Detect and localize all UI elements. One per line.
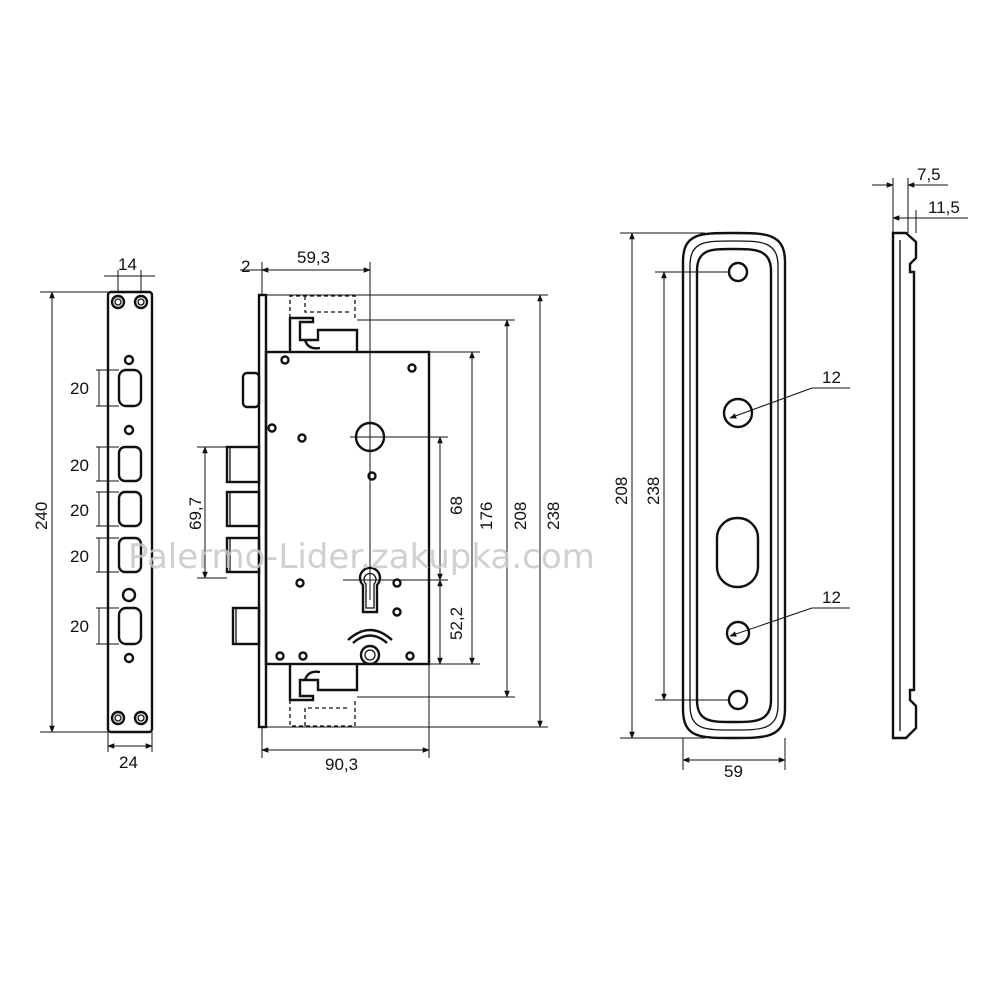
bolt [231,606,261,646]
slot-4-label: 20 [70,547,89,566]
faceplate-height-label: 240 [32,502,51,530]
faceplate-slot [117,606,143,646]
hole-top-diameter-label: 12 [822,368,841,387]
escutcheon-width-label: 59 [724,762,743,781]
backset-label: 59,3 [297,248,330,267]
slot-2-label: 20 [70,456,89,475]
profile-outline [891,231,918,740]
dim-52-2-label: 52,2 [447,607,466,640]
escutcheon-cylinder-opening [715,516,760,589]
escutcheon-view: 208 238 12 12 59 [612,231,850,781]
escutcheon-outline [681,231,787,740]
dim-68-label: 68 [447,496,466,515]
cylinder-keyhole [358,566,382,614]
faceplate-width-top-label: 14 [118,255,137,274]
escutcheon-hole [722,397,754,429]
faceplate-slot [117,490,143,528]
dim-208-label: 208 [511,502,530,530]
faceplate-outline [106,290,154,734]
dim-238-label: 238 [544,502,563,530]
escutcheon-height-outer-label: 208 [612,477,631,505]
slot-1-label: 20 [70,379,89,398]
faceplate-slot [117,536,143,574]
escutcheon-hole [727,689,749,711]
offset-2-label: 2 [241,257,250,276]
slot-3-label: 20 [70,501,89,520]
slot-5-label: 20 [70,617,89,636]
bolt [225,445,261,484]
faceplate-width-bottom-label: 24 [119,753,138,772]
faceplate-view: 14 24 240 20 20 20 20 20 [32,255,155,772]
hole-bottom-diameter-label: 12 [822,588,841,607]
dim-176-label: 176 [477,502,496,530]
escutcheon-height-inner-label: 238 [644,477,663,505]
profile-thickness-2-label: 11,5 [928,198,960,217]
side-profile-view: 7,5 11,5 [872,165,968,740]
bolt [225,490,261,528]
faceplate-slot [117,368,143,408]
bolt-span-label: 69,7 [186,497,205,530]
faceplate-slot [117,445,143,483]
lock-body-view: 2 59,3 90,3 69,7 68 52,2 176 208 [186,248,563,774]
watermark-text: Palermo-Lider.zakupka.com [128,537,595,577]
lock-case [264,350,431,666]
bolt [225,536,261,574]
escutcheon-hole [727,261,749,283]
escutcheon-hole [725,620,751,646]
depth-label: 90,3 [325,755,358,774]
profile-thickness-1-label: 7,5 [917,165,941,184]
